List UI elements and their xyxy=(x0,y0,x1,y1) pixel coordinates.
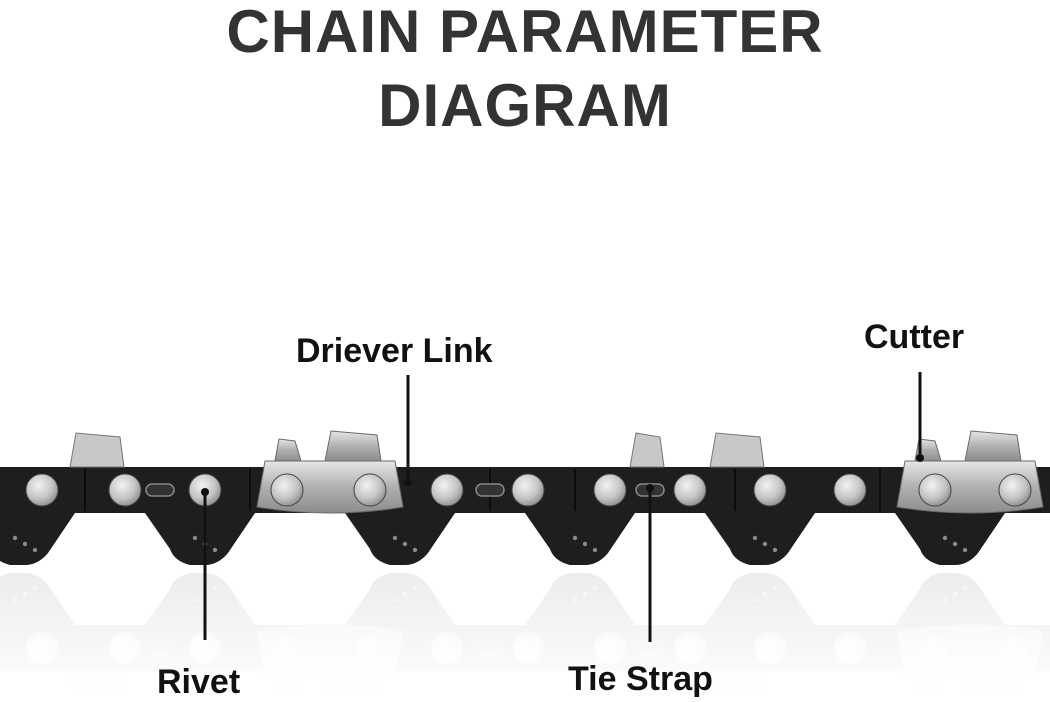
tooth-top xyxy=(709,432,765,468)
page-title-line-2: DIAGRAM xyxy=(378,72,672,139)
rivet-pin xyxy=(918,473,952,507)
rivet-pin xyxy=(673,473,707,507)
drive-link-hole xyxy=(772,547,778,553)
page-title-line-1: CHAIN PARAMETER xyxy=(226,0,824,65)
drive-link-hole xyxy=(592,547,598,553)
drive-link-fin xyxy=(525,513,635,565)
drive-link-hole xyxy=(412,547,418,553)
rivet-pin xyxy=(833,473,867,507)
reflection-fade xyxy=(0,568,1050,700)
drive-link-hole xyxy=(192,535,198,541)
drive-link-fin xyxy=(895,513,1005,565)
rivet-pin xyxy=(593,473,627,507)
drive-link-fin xyxy=(705,513,815,565)
drive-link-hole xyxy=(952,541,958,547)
rivet-pin xyxy=(270,473,304,507)
tooth-top xyxy=(69,432,125,468)
rivet-pin xyxy=(430,473,464,507)
tooth-top xyxy=(629,432,665,468)
drive-link-hole xyxy=(12,535,18,541)
cutter-leader-dot xyxy=(916,454,924,462)
drive-link-hole xyxy=(22,541,28,547)
rivet-pin xyxy=(353,473,387,507)
label-driver-link: Driever Link xyxy=(296,332,493,370)
rivet-pin xyxy=(25,473,59,507)
drive-link-fin xyxy=(345,513,455,565)
driver-link-leader-dot xyxy=(404,478,412,486)
rivet-pin xyxy=(753,473,787,507)
drive-link-hole xyxy=(402,541,408,547)
tie-strap-leader-dot xyxy=(646,484,654,492)
label-cutter: Cutter xyxy=(864,318,965,356)
drive-link-hole xyxy=(582,541,588,547)
tie-strap-slot xyxy=(475,483,505,497)
drive-link-hole xyxy=(942,535,948,541)
cutter-tooth xyxy=(964,430,1022,462)
drive-link-fin xyxy=(145,513,255,565)
label-tie-strap: Tie Strap xyxy=(568,660,713,698)
depth-gauge xyxy=(274,438,302,462)
drive-link-fin xyxy=(0,513,75,565)
rivet-pin xyxy=(511,473,545,507)
cutter-tooth xyxy=(324,430,382,462)
label-rivet: Rivet xyxy=(157,663,241,701)
saw-chain xyxy=(0,430,1050,565)
drive-link-hole xyxy=(32,547,38,553)
drive-link-hole xyxy=(762,541,768,547)
drive-link-hole xyxy=(962,547,968,553)
drive-link-hole xyxy=(212,547,218,553)
drive-link-hole xyxy=(752,535,758,541)
drive-link-hole xyxy=(572,535,578,541)
rivet-pin xyxy=(998,473,1032,507)
drive-link-hole xyxy=(392,535,398,541)
tie-strap-slot xyxy=(145,483,175,497)
rivet-leader-dot xyxy=(201,488,209,496)
rivet-pin xyxy=(108,473,142,507)
